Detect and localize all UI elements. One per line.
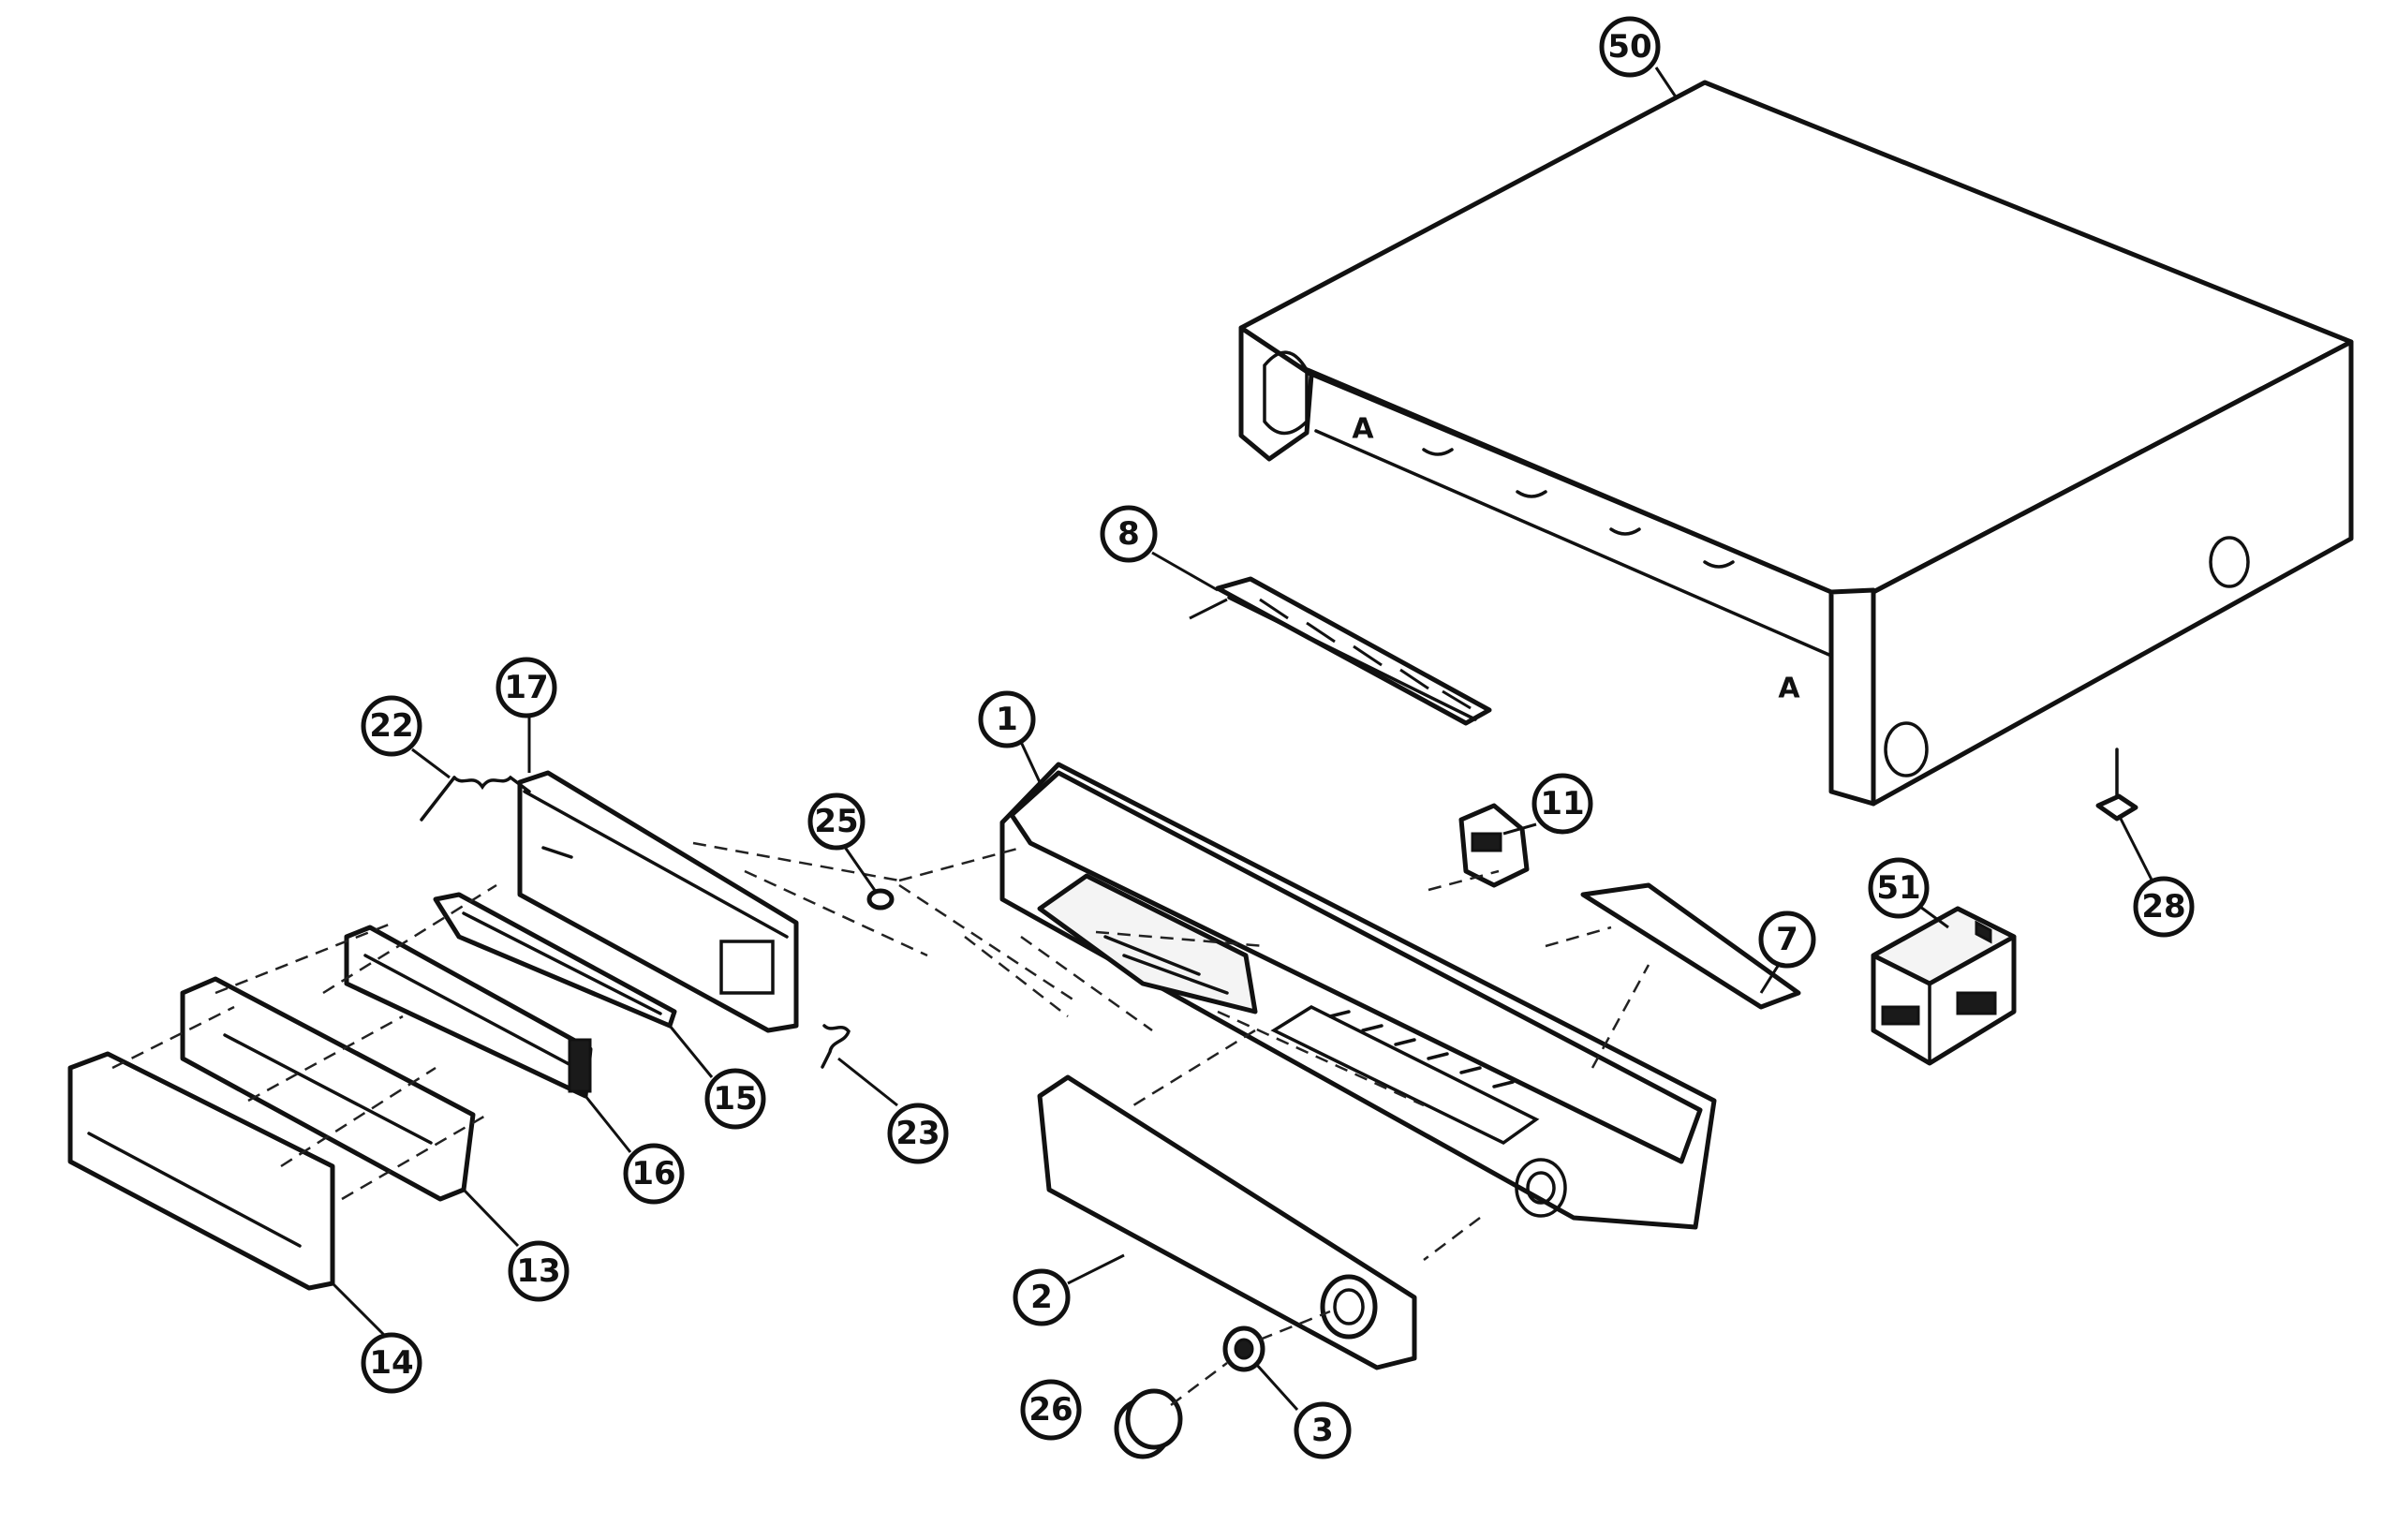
callout-17: 17 [496,657,557,718]
callout-leaders [331,67,1949,1412]
callout-50-label: 50 [1607,28,1651,66]
spring-part-23 [821,1024,851,1069]
callout-28-label: 28 [2141,888,2185,925]
callout-15: 15 [704,1068,766,1130]
callout-8: 8 [1100,505,1158,563]
callout-28: 28 [2133,876,2195,938]
callout-16-label: 16 [631,1155,675,1192]
callout-23: 23 [887,1103,949,1164]
screw-part-28 [2095,748,2156,886]
callout-13-label: 13 [516,1252,560,1290]
callout-7: 7 [1758,911,1816,969]
callout-1-label: 1 [996,701,1018,738]
knob-ring-part-3 [1222,1325,1265,1372]
reference-marker-a-right: A [1778,673,1800,705]
callout-3: 3 [1294,1401,1352,1459]
module-part-51 [1871,906,2017,1066]
callout-25-label: 25 [814,803,858,840]
front-chassis-part-1 [999,762,1717,1230]
top-cover-part-50: A A [1238,80,2354,807]
small-part-25 [866,888,895,911]
clip-part-11 [1458,803,1530,888]
callout-11: 11 [1531,773,1593,835]
callout-14: 14 [361,1332,422,1394]
callout-2-label: 2 [1030,1279,1053,1316]
callout-2: 2 [1013,1268,1071,1326]
button-strip-part-8 [1189,576,1492,726]
reference-marker-a-left: A [1352,413,1374,446]
callout-50: 50 [1599,16,1661,78]
callout-1: 1 [978,690,1036,748]
callout-22: 22 [361,695,422,757]
callout-51: 51 [1868,857,1930,919]
callout-23-label: 23 [895,1115,940,1152]
knob-cap-part-26 [1114,1388,1183,1459]
front-bezel-part-2 [1037,1074,1417,1370]
callout-16: 16 [623,1143,685,1205]
callout-17-label: 17 [504,669,548,706]
callout-26: 26 [1020,1379,1082,1441]
callout-7-label: 7 [1776,921,1798,958]
callout-3-label: 3 [1311,1412,1334,1449]
bar-part-15 [433,892,677,1029]
callout-26-label: 26 [1028,1391,1073,1429]
spring-part-22 [420,775,531,822]
panel-part-17 [517,770,799,1033]
callout-8-label: 8 [1117,515,1140,553]
callout-15-label: 15 [713,1080,757,1118]
callout-11-label: 11 [1540,785,1584,822]
callout-14-label: 14 [369,1344,413,1382]
callout-13: 13 [508,1240,570,1302]
callout-51-label: 51 [1876,869,1920,907]
callout-25: 25 [807,792,866,851]
bar-part-16 [344,925,593,1099]
callout-22-label: 22 [369,707,413,745]
